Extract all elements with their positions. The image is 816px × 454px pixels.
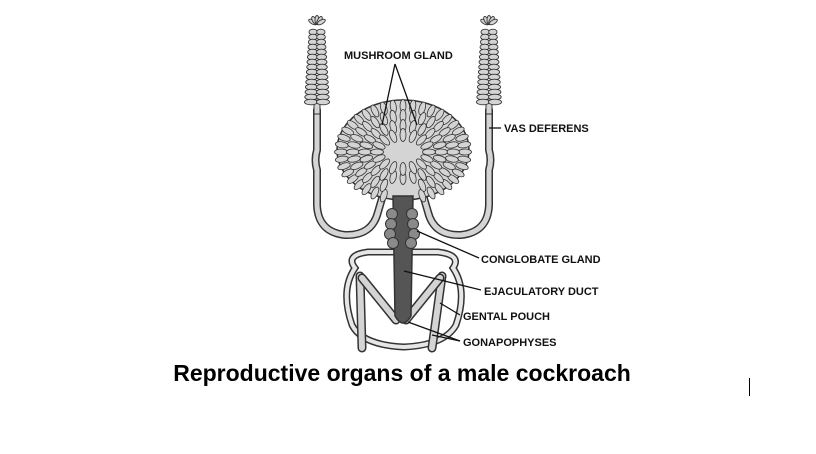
testis-left [304, 15, 330, 115]
label-conglobate-gland: CONGLOBATE GLAND [481, 254, 601, 266]
ejaculatory-duct [392, 195, 414, 324]
leader-lines [381, 63, 501, 342]
text-cursor [749, 378, 750, 396]
label-gonapophyses: GONAPOPHYSES [463, 337, 557, 349]
label-gental-pouch: GENTAL POUCH [463, 311, 550, 323]
gental-pouch [343, 248, 465, 351]
figure-caption: Reproductive organs of a male cockroach [173, 360, 631, 386]
conglobate-gland [384, 208, 420, 249]
label-vas-deferens: VAS DEFERENS [504, 123, 589, 135]
testis-right [476, 15, 502, 115]
mushroom-gland [334, 99, 472, 203]
label-ejaculatory-duct: EJACULATORY DUCT [484, 286, 599, 298]
label-mushroom-gland: MUSHROOM GLAND [344, 50, 453, 62]
